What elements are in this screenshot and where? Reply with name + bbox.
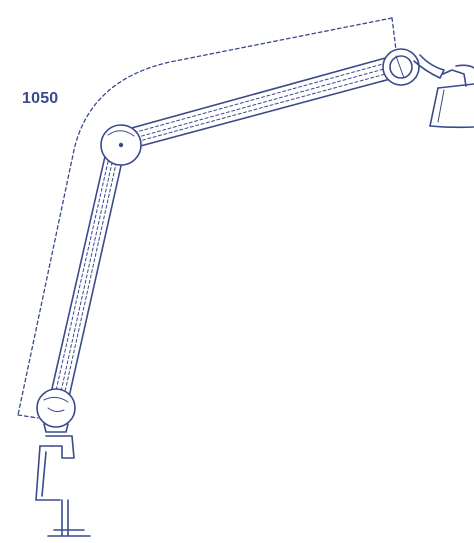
- elbow-joint: [100, 124, 142, 166]
- desk-clamp: [35, 435, 91, 537]
- lower-arm: [50, 151, 124, 398]
- arm-length-label: 1050: [22, 90, 59, 107]
- dimension-line: [17, 17, 397, 419]
- lamp-shade: [413, 54, 474, 129]
- head-joint: [382, 48, 420, 86]
- upper-arm: [127, 56, 395, 149]
- base-joint: [36, 388, 76, 433]
